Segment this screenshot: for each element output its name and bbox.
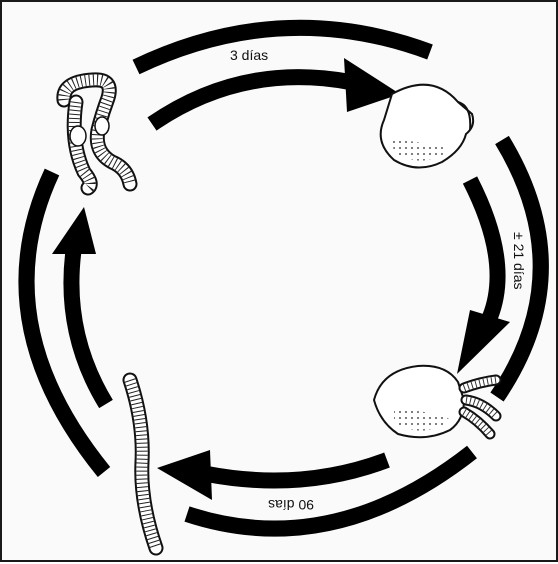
arrowhead-left [52, 207, 96, 254]
label-top: 3 días [230, 47, 268, 63]
inner-arrow-bottom-shaft [207, 460, 387, 480]
hatching-cocoon-icon [374, 366, 496, 437]
inner-arrow-left-shaft [71, 247, 106, 404]
outer-arc-left [26, 172, 104, 472]
adult-worm-icon [64, 80, 130, 188]
outer-arc-bottom [187, 452, 472, 529]
arrowhead-bottom [157, 450, 212, 500]
label-right: ± 21 días [511, 232, 527, 290]
label-bottom: 90 días [268, 497, 314, 513]
cocoon-icon [381, 85, 473, 168]
inner-arrow-right-shaft [470, 180, 498, 317]
inner-arrow-top-shaft [152, 77, 350, 124]
outer-arc-top [136, 28, 430, 67]
juvenile-worm-icon [130, 380, 156, 548]
arrowhead-right [457, 310, 510, 374]
